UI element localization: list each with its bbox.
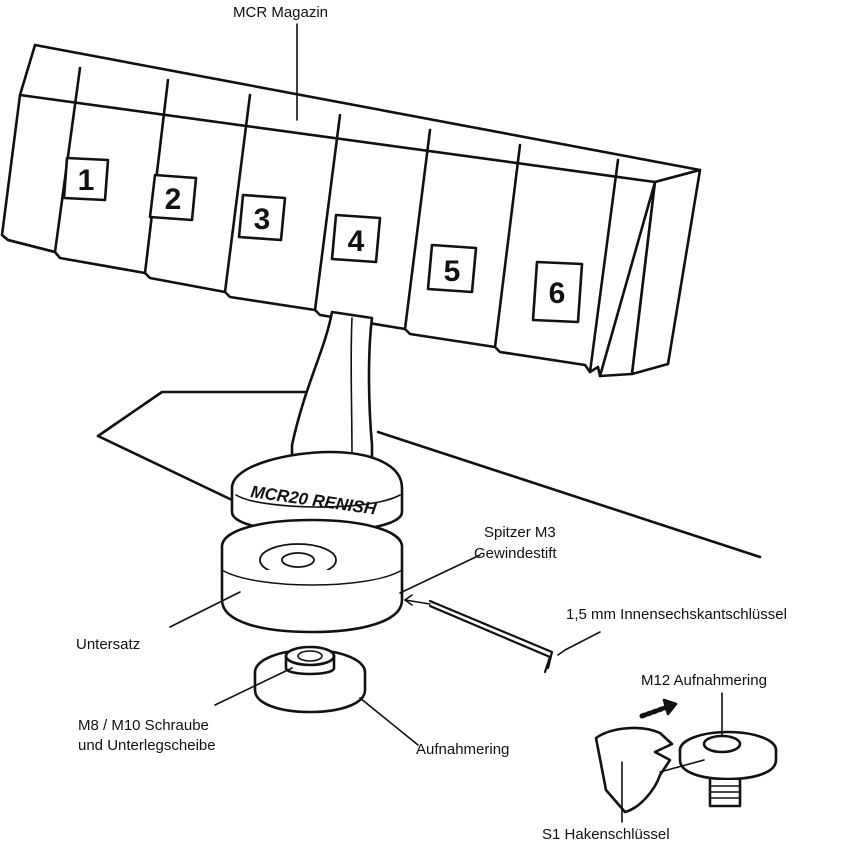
label-base: Untersatz xyxy=(76,636,141,653)
leader-hex-key xyxy=(557,631,601,656)
label-grub-screw-1: Spitzer M3 xyxy=(484,524,556,541)
leader-grub-screw xyxy=(399,554,481,594)
leader-mount-ring xyxy=(359,697,419,746)
m12-ring xyxy=(678,730,778,808)
slot-window-3 xyxy=(237,193,287,242)
slot-number-3: 3 xyxy=(254,203,271,236)
mount-ring xyxy=(253,645,367,714)
magazine-stem xyxy=(290,310,374,470)
label-hex-key: 1,5 mm Innensechskantschlüssel xyxy=(566,606,787,623)
slot-window-1 xyxy=(62,156,110,202)
slot-window-5 xyxy=(426,243,478,294)
label-screw-1: M8 / M10 Schraube xyxy=(78,717,209,734)
hex-key xyxy=(428,599,554,674)
slot-number-4: 4 xyxy=(348,225,365,258)
slot-number-5: 5 xyxy=(444,255,461,288)
hook-wrench xyxy=(594,726,674,814)
leader-screw xyxy=(214,667,293,706)
magazine-housing xyxy=(0,43,702,378)
label-screw-2: und Unterlegscheibe xyxy=(78,737,216,754)
slot-number-1: 1 xyxy=(78,164,95,197)
label-mount-ring: Aufnahmering xyxy=(416,741,510,758)
label-hook-wrench: S1 Hakenschlüssel xyxy=(542,826,670,843)
table-edge-left xyxy=(96,434,234,502)
slot-window-2 xyxy=(148,173,198,222)
base-untersatz xyxy=(220,518,404,634)
slot-window-6 xyxy=(531,260,584,324)
leader-wrench-link xyxy=(659,759,705,773)
label-m12-ring: M12 Aufnahmering xyxy=(641,672,767,689)
label-grub-screw-2: Gewindestift xyxy=(474,545,557,562)
slot-window-4 xyxy=(330,213,382,264)
table-surface xyxy=(96,390,762,559)
leader-base xyxy=(169,591,241,628)
label-magazine: MCR Magazin xyxy=(233,4,329,21)
slot-number-6: 6 xyxy=(549,277,566,310)
slot-number-2: 2 xyxy=(165,183,182,216)
